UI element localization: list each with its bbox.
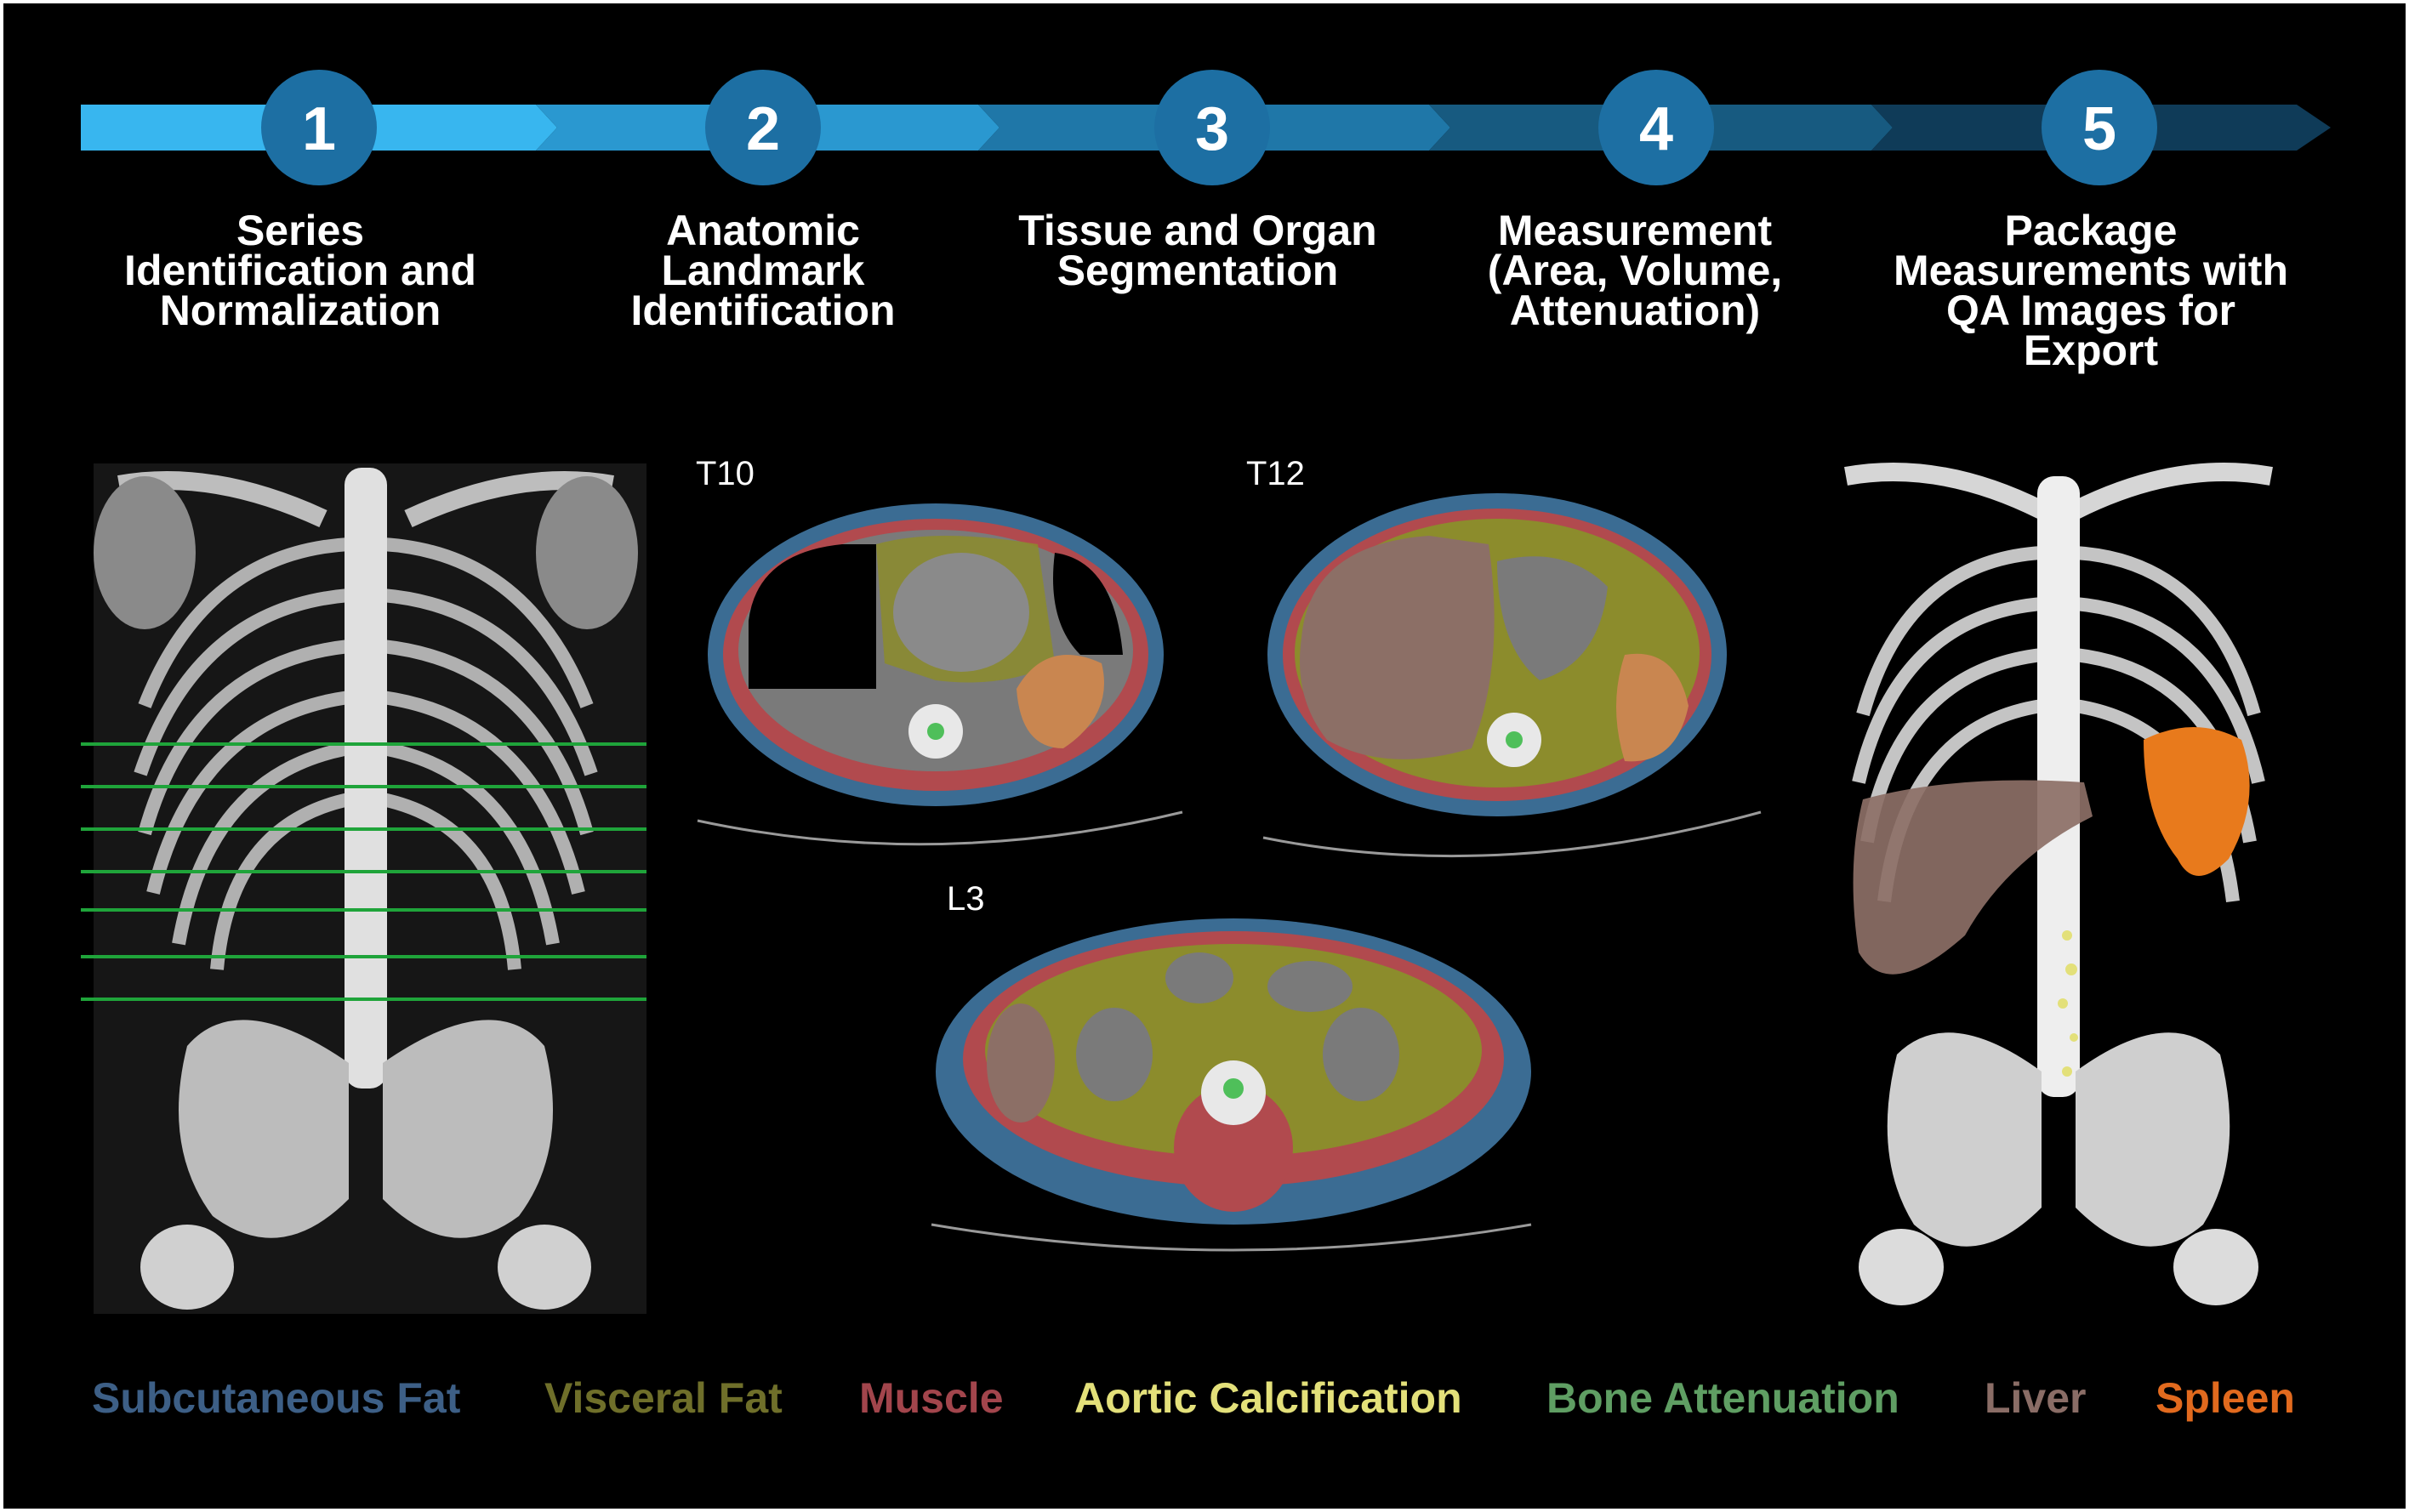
l3-bone-marker: [1223, 1078, 1244, 1099]
legend-bone-attenuation: Bone Attenuation: [1546, 1374, 1899, 1422]
skeleton-coronal-image: [81, 463, 646, 1314]
step-title-5-line-2: Measurements with: [1893, 247, 2288, 294]
step-title-2-line-3: Identification: [630, 287, 896, 334]
step-title-3: Tissue and Organ Segmentation: [994, 207, 1402, 294]
axial-slice-t10: [697, 503, 1183, 846]
t10-table: [697, 810, 1183, 846]
l3-left-kidney: [1323, 1008, 1399, 1101]
liver-3d: [1853, 780, 2093, 975]
t10-spleen: [1017, 655, 1104, 748]
right-shoulder: [536, 476, 638, 629]
left-shoulder: [94, 476, 196, 629]
spine: [345, 468, 387, 1089]
rib-cage: [134, 537, 598, 970]
step-title-1-line-1: Series: [236, 207, 365, 254]
t10-heart: [893, 553, 1029, 672]
left-pelvis-3d: [1887, 1032, 2042, 1247]
axial-slice-t12: [1262, 493, 1762, 858]
step-circle-4: 4: [1598, 70, 1714, 185]
l3-bowel-2: [1267, 961, 1353, 1012]
step-number-4: 4: [1639, 95, 1673, 163]
step-circle-3: 3: [1154, 70, 1270, 185]
t12-spleen: [1616, 653, 1689, 762]
l3-table: [931, 1223, 1532, 1252]
step-circle-2: 2: [705, 70, 821, 185]
step-title-1-line-3: Normalization: [159, 287, 441, 334]
t12-table: [1262, 810, 1762, 858]
step-title-2-line-2: Landmark: [661, 247, 865, 294]
left-femoral-head: [140, 1225, 234, 1310]
level-label-l3: L3: [947, 880, 985, 918]
step-title-3-line-2: Segmentation: [1056, 247, 1339, 294]
right-pelvis: [383, 1020, 553, 1238]
step-title-4-line-3: Attenuation): [1509, 287, 1761, 334]
t10-bone-marker: [927, 723, 944, 740]
legend-subcutaneous-fat: Subcutaneous Fat: [92, 1374, 461, 1422]
legend-aortic-calcification: Aortic Calcification: [1074, 1374, 1462, 1422]
t12-bone-marker: [1506, 731, 1523, 748]
right-clavicle-3d: [2071, 463, 2273, 519]
aortic-calcification-3d: [2058, 930, 2078, 1077]
left-femoral-head-3d: [1859, 1229, 1944, 1305]
l3-paraspinal-muscle: [1174, 1084, 1293, 1212]
step-title-5-line-3: QA Images for Export: [1946, 287, 2235, 374]
legend-visceral-fat: Visceral Fat: [544, 1374, 783, 1422]
legend-spleen: Spleen: [2156, 1374, 2295, 1422]
t12-stomach: [1497, 556, 1608, 680]
step-number-1: 1: [302, 95, 336, 163]
step-number-5: 5: [2082, 95, 2116, 163]
step-title-4-line-1: Measurement: [1497, 207, 1773, 254]
legend-muscle: Muscle: [859, 1374, 1004, 1422]
step-circle-5: 5: [2042, 70, 2157, 185]
right-femoral-head: [498, 1225, 591, 1310]
axial-slice-l3: [931, 918, 1532, 1252]
spleen-3d: [2144, 727, 2250, 876]
l3-bowel-1: [1165, 952, 1233, 1003]
level-label-t10: T10: [696, 455, 755, 492]
left-pelvis: [179, 1020, 349, 1238]
slice-lines: [81, 742, 646, 1001]
l3-right-kidney: [1076, 1008, 1153, 1101]
l3-visceral-fat: [985, 944, 1482, 1157]
skeleton-3d-rendering: [1844, 463, 2273, 1305]
right-femoral-head-3d: [2173, 1229, 2258, 1305]
step-title-4-line-2: (Area, Volume,: [1487, 247, 1783, 294]
step-title-4: Measurement (Area, Volume, Attenuation): [1431, 207, 1839, 334]
legend-liver: Liver: [1985, 1374, 2087, 1422]
step-title-2: Anatomic Landmark Identification: [559, 207, 967, 334]
step-number-3: 3: [1195, 95, 1229, 163]
level-label-t12: T12: [1246, 455, 1305, 492]
t10-right-lung: [749, 544, 876, 689]
pipeline-arrow: 1 2 3 4 5: [81, 70, 2331, 185]
t10-left-lung: [1053, 553, 1123, 655]
t12-liver: [1300, 536, 1495, 759]
right-pelvis-3d: [2076, 1032, 2230, 1247]
step-title-1: Series Identification and Normalization: [96, 207, 504, 334]
step-title-3-line-1: Tissue and Organ: [1018, 207, 1377, 254]
step-title-5: Package Measurements with QA Images for …: [1887, 207, 2295, 374]
step-title-1-line-2: Identification and: [124, 247, 476, 294]
left-clavicle-3d: [1844, 463, 2046, 519]
step-title-5-line-1: Package: [2004, 207, 2178, 254]
l3-liver-tip: [987, 1003, 1055, 1123]
legend: Subcutaneous Fat Visceral Fat Muscle Aor…: [34, 1373, 2399, 1433]
step-circle-1: 1: [261, 70, 377, 185]
step-number-2: 2: [746, 95, 780, 163]
step-title-2-line-1: Anatomic: [666, 207, 860, 254]
